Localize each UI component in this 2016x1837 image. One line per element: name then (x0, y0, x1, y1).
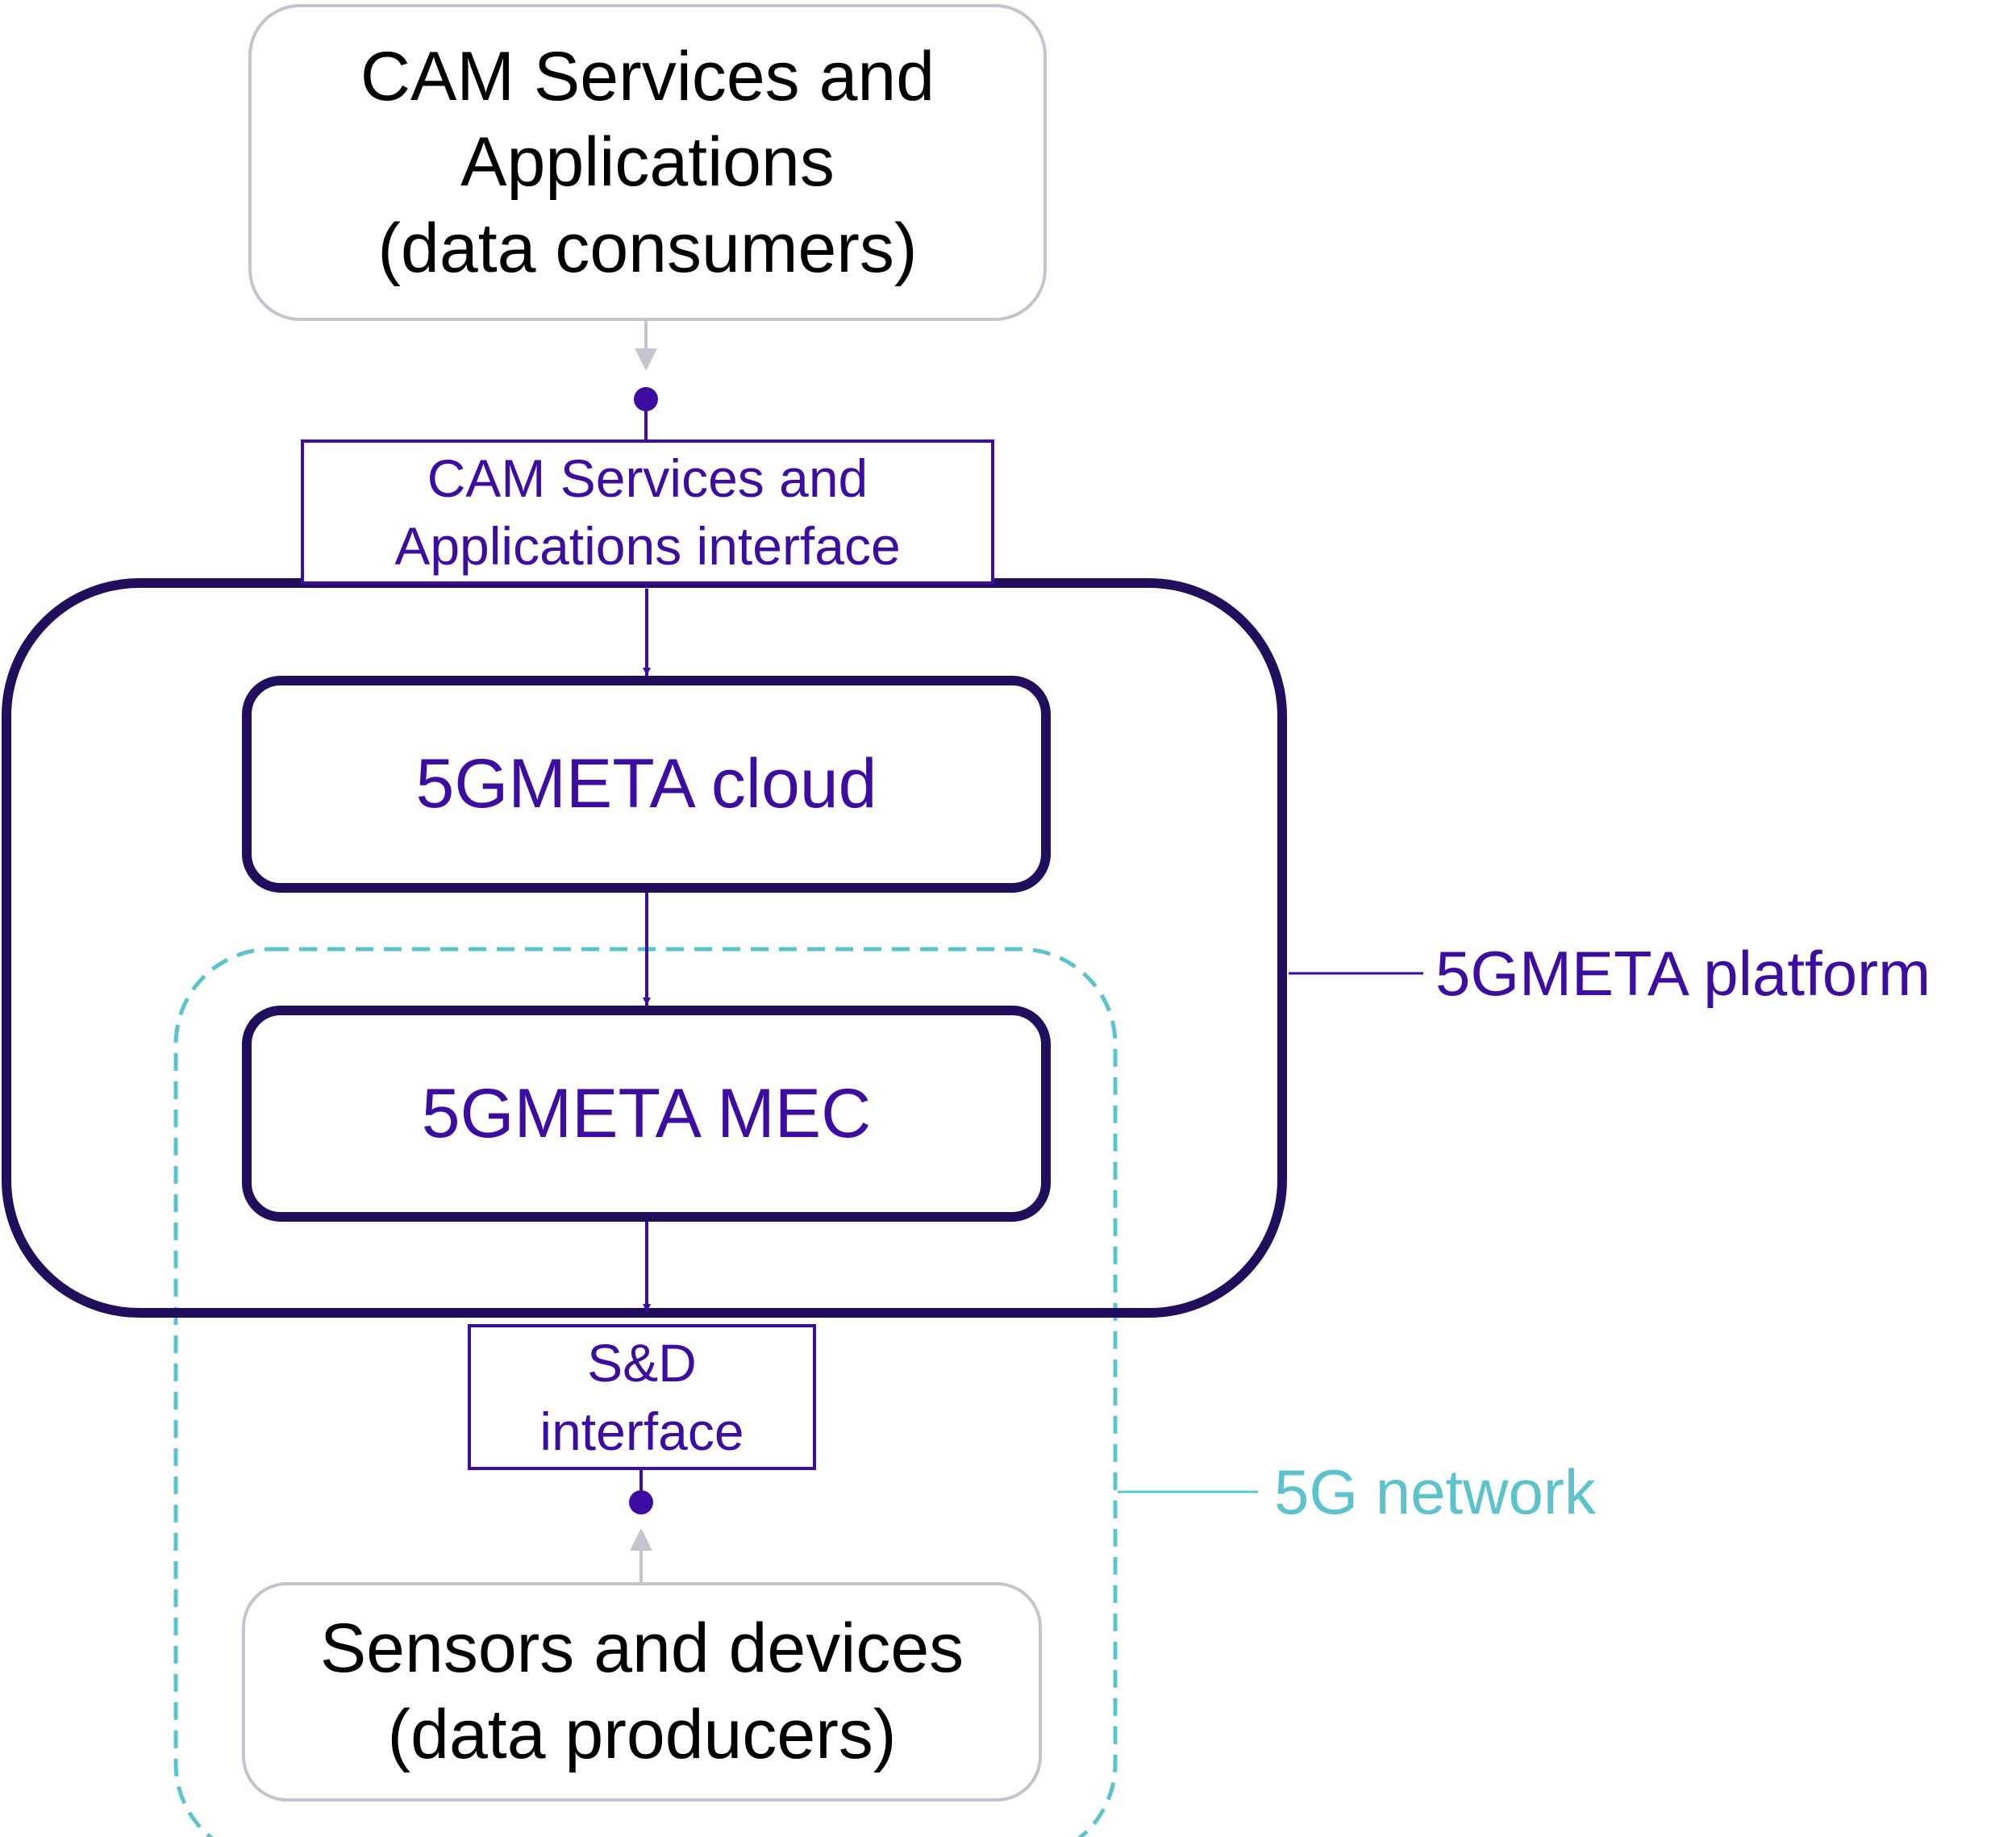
data-consumers-label: CAM Services and Applications (data cons… (360, 37, 935, 287)
cam-interface-endpoint-dot (634, 387, 658, 411)
5gmeta-platform-label: 5GMETA platform (1435, 938, 1931, 1009)
5gmeta-mec-box: 5GMETA MEC (242, 1006, 1051, 1222)
data-producers-box: Sensors and devices (data producers) (242, 1582, 1042, 1802)
data-consumers-box: CAM Services and Applications (data cons… (248, 4, 1047, 321)
sd-interface-box: S&D interface (468, 1324, 816, 1470)
cam-interface-box: CAM Services and Applications interface (301, 439, 994, 585)
5gmeta-mec-label: 5GMETA MEC (421, 1074, 872, 1152)
cam-interface-label: CAM Services and Applications interface (394, 448, 901, 576)
5gmeta-cloud-box: 5GMETA cloud (242, 676, 1051, 893)
data-producers-label: Sensors and devices (data producers) (319, 1610, 964, 1773)
producers-arrowhead (630, 1528, 652, 1551)
sd-interface-label: S&D interface (539, 1333, 744, 1461)
sd-interface-endpoint-dot (629, 1490, 653, 1514)
consumers-arrowhead (635, 348, 657, 371)
5gmeta-cloud-label: 5GMETA cloud (415, 745, 877, 823)
5g-network-label: 5G network (1274, 1456, 1596, 1527)
